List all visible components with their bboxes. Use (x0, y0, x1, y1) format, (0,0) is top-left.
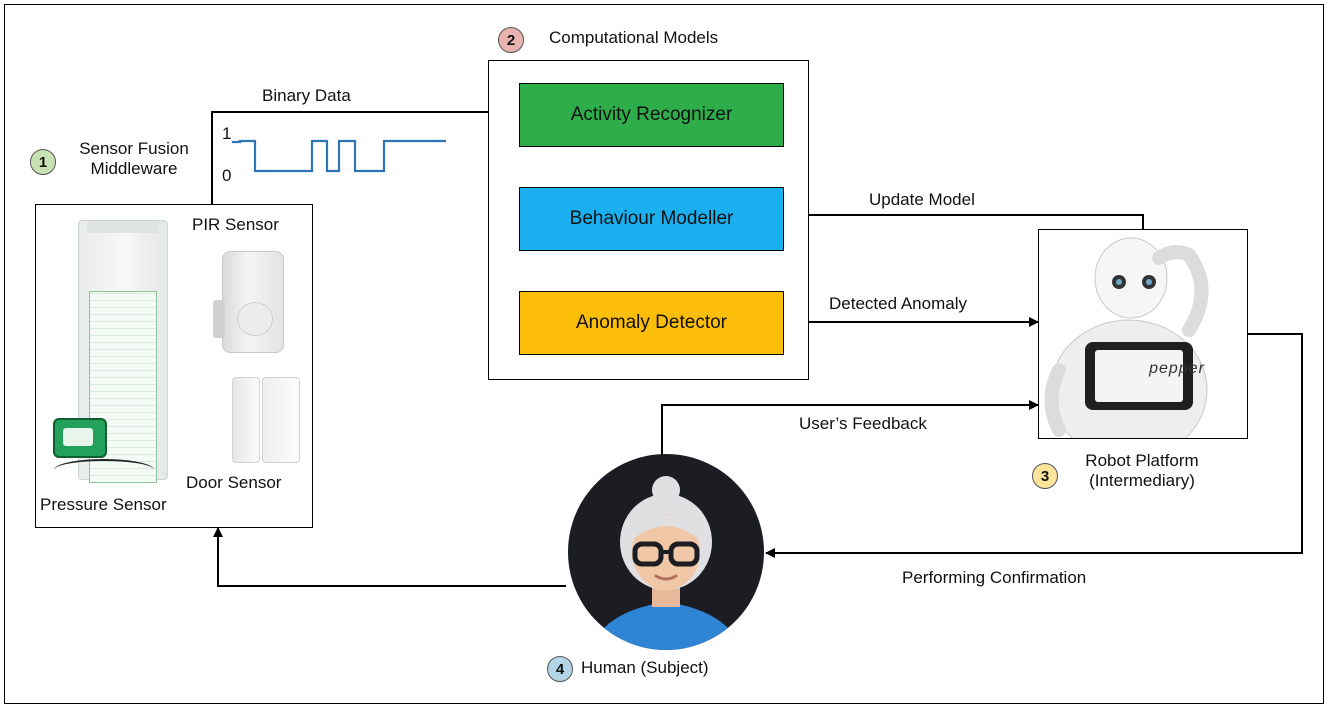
activity-recognizer-block: Activity Recognizer (519, 83, 784, 147)
signal-low-label: 0 (222, 166, 232, 185)
detected-anomaly-label: Detected Anomaly (829, 294, 967, 313)
sensor-box: PIR Sensor Door Sensor Pressure Sensor (35, 204, 313, 528)
anomaly-detector-block: Anomaly Detector (519, 291, 784, 355)
badge-1: 1 (30, 149, 56, 175)
pepper-robot-image (1044, 237, 1209, 438)
diagram-frame (4, 4, 1324, 704)
update-model-arrow (785, 210, 1144, 229)
door-sensor-image (232, 377, 302, 465)
binary-signal-wave (231, 139, 446, 173)
robot-platform-line1: Robot Platform (1085, 451, 1199, 470)
door-sensor-label: Door Sensor (186, 473, 282, 492)
pressure-controller-image (53, 418, 107, 458)
binary-data-arrow (211, 107, 519, 204)
pepper-screen-text: pepper (1149, 360, 1205, 377)
behaviour-modeller-block: Behaviour Modeller (519, 187, 784, 251)
robot-platform-line2: (Intermediary) (1089, 471, 1195, 490)
pressure-sensor-label: Pressure Sensor (40, 495, 167, 514)
badge-4: 4 (547, 656, 573, 682)
human-avatar (568, 454, 764, 650)
robot-box: pepper (1038, 229, 1248, 439)
human-label: Human (Subject) (581, 658, 709, 677)
badge-3: 3 (1032, 463, 1058, 489)
sensor-fusion-line2: Middleware (90, 159, 178, 178)
pir-sensor-label: PIR Sensor (192, 215, 279, 234)
computational-models-title: Computational Models (549, 28, 719, 47)
performing-confirmation-label: Performing Confirmation (902, 568, 1087, 587)
pressure-cable-image (54, 459, 154, 481)
pir-sensor-image (213, 251, 284, 353)
robot-platform-label: Robot Platform (Intermediary) (1062, 451, 1222, 491)
sensor-fusion-line1: Sensor Fusion (79, 139, 189, 158)
performing-confirmation-arrow (765, 333, 1303, 558)
users-feedback-label: User’s Feedback (799, 414, 927, 433)
human-to-sensors-arrow (213, 527, 566, 587)
badge-2: 2 (498, 27, 524, 53)
binary-data-label: Binary Data (262, 86, 351, 105)
sensor-fusion-label: Sensor Fusion Middleware (64, 139, 204, 179)
update-model-label: Update Model (869, 190, 975, 209)
signal-high-label: 1 (222, 124, 232, 143)
